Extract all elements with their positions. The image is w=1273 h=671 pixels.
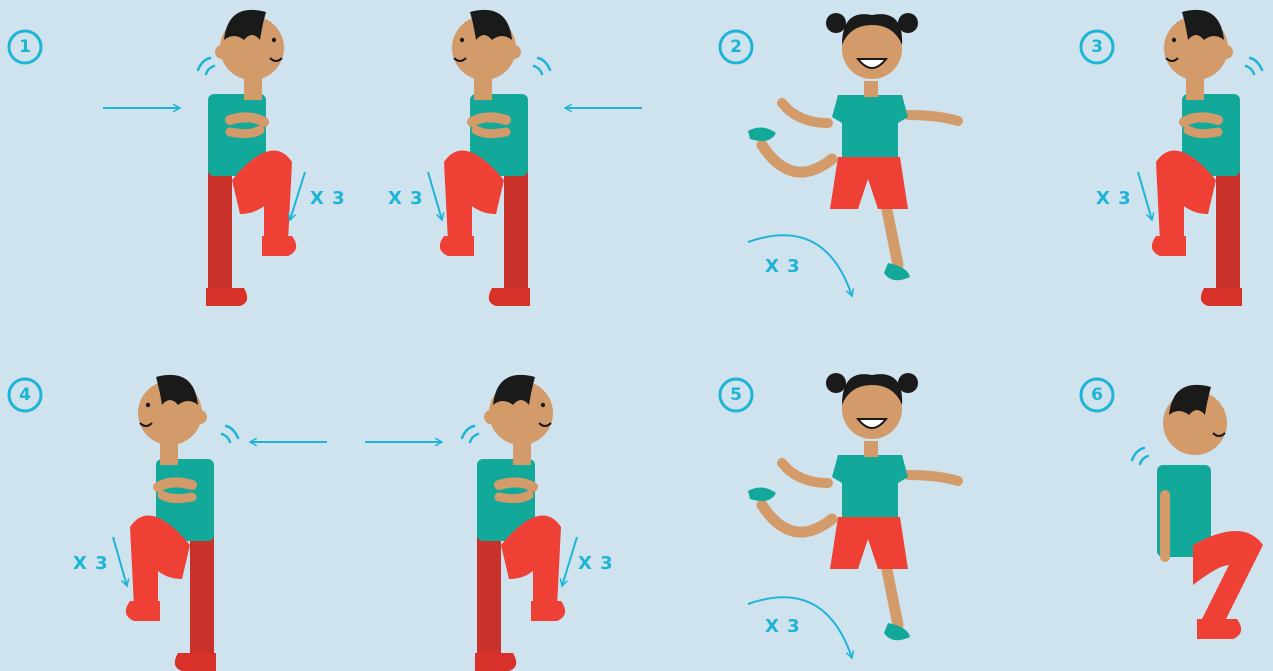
step-badge-5: 5 — [720, 379, 752, 411]
stomp-arrow-icon — [428, 172, 442, 220]
boy-figure-step4-right — [475, 375, 565, 671]
step-badge-6: 6 — [1081, 379, 1113, 411]
stomp-arrow-icon — [290, 172, 305, 220]
girl-figure-step2 — [748, 13, 958, 280]
boy-figure-step3 — [1152, 10, 1242, 306]
step-badge-3: 3 — [1081, 31, 1113, 63]
step-badge-1: 1 — [9, 31, 41, 63]
reps-label-step4-left: X 3 — [73, 553, 109, 574]
stomp-arrow-icon — [562, 537, 577, 586]
stomp-arrow-icon — [1138, 172, 1152, 220]
step-4-number: 4 — [19, 385, 31, 405]
step-2-number: 2 — [730, 37, 742, 57]
boy-figure-step1-right — [206, 10, 296, 306]
step-badge-2: 2 — [720, 31, 752, 63]
reps-label-step5: X 3 — [765, 616, 801, 637]
reps-label-step4-right: X 3 — [578, 553, 614, 574]
boy-figure-step6-kneeling — [1157, 385, 1263, 639]
boy-figure-step1-left — [440, 10, 530, 306]
step-3-number: 3 — [1091, 37, 1103, 57]
stomp-arrow-icon — [113, 537, 127, 586]
step-6-number: 6 — [1091, 385, 1103, 405]
step-badge-4: 4 — [9, 379, 41, 411]
reps-label-step1-left: X 3 — [388, 188, 424, 209]
step-1-number: 1 — [19, 37, 31, 57]
reps-label-step2: X 3 — [765, 256, 801, 277]
reps-label-step1-right: X 3 — [310, 188, 346, 209]
reps-label-step3: X 3 — [1096, 188, 1132, 209]
girl-figure-step5 — [748, 373, 958, 640]
step-5-number: 5 — [730, 385, 742, 405]
boy-figure-step4-left — [126, 375, 216, 671]
